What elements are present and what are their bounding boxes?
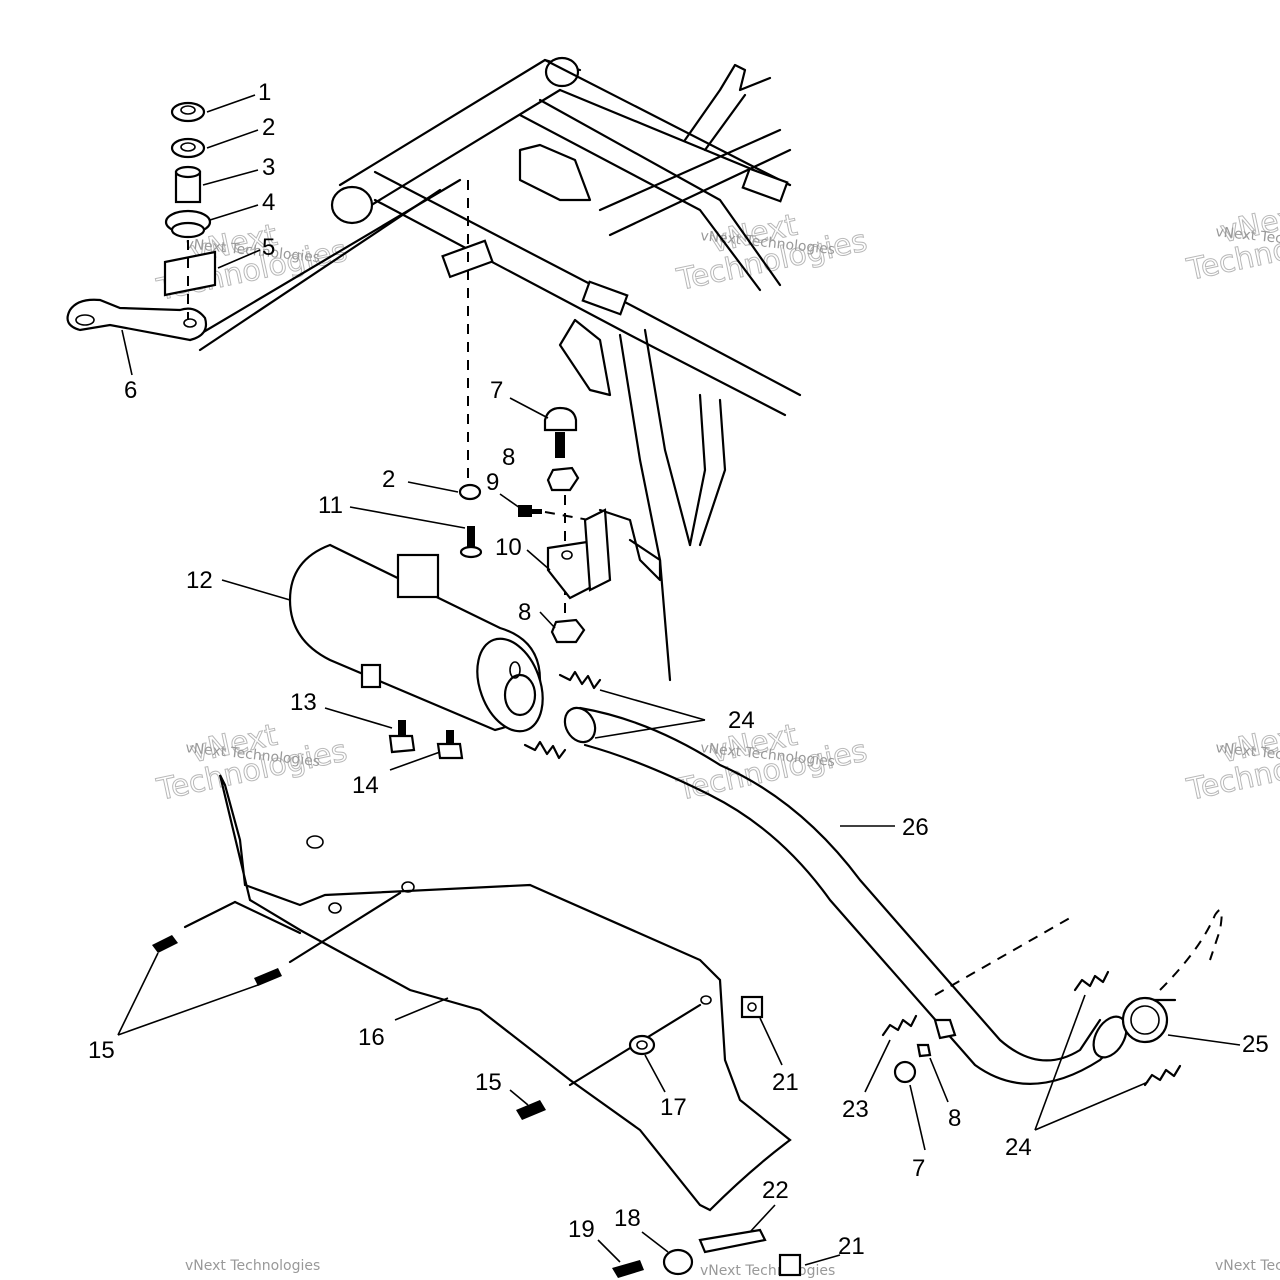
watermark-small-bottomleft: vNext Technologies [185,1258,320,1274]
part-label: 16 [358,1024,385,1051]
part-label: 14 [352,772,379,799]
part-labels: 1 2 3 4 5 6 7 8 2 9 11 10 12 8 13 24 14 … [88,79,1269,1260]
muffler [288,543,544,733]
part-label: 17 [660,1094,687,1121]
springs-lower [881,970,1182,1087]
part-label: 24 [1005,1134,1032,1161]
part-label: 25 [1242,1031,1269,1058]
watermark-small-bottomright: vNext Technologies [1215,1258,1280,1274]
part-label: 26 [902,814,929,841]
muffler-bolts [388,720,464,760]
part-label: 8 [948,1105,961,1132]
part-label: 18 [614,1205,641,1232]
part-label: 6 [124,377,137,404]
leader-lines [117,94,1241,1266]
part-label: 22 [762,1177,789,1204]
part-label: 2 [382,466,395,493]
part-label: 19 [568,1216,595,1243]
part-label: 4 [262,189,275,216]
hanger-hardware [458,180,612,644]
part-label: 15 [475,1069,502,1096]
part-label: 2 [262,114,275,141]
part-label: 10 [495,534,522,561]
part-label: 8 [518,599,531,626]
part-label: 21 [772,1069,799,1096]
part-label: 7 [490,377,503,404]
part-label: 13 [290,689,317,716]
part-label: 11 [318,492,343,519]
part-label: 24 [728,707,755,734]
frame-assembly [188,56,802,682]
part-label: 9 [486,469,499,496]
part-label: 21 [838,1233,865,1260]
part-label: 12 [186,567,213,594]
part-label: 7 [912,1155,925,1182]
part-label: 23 [842,1096,869,1123]
mount-hardware-stack [66,101,217,342]
part-label: 8 [502,444,515,471]
part-label: 15 [88,1037,115,1064]
heat-shield [183,774,792,1212]
part-label: 1 [258,79,271,106]
part-label: 3 [262,154,275,181]
shield-hardware [152,935,802,1278]
part-label: 5 [262,234,275,261]
springs-upper [523,670,602,760]
watermark-small-bottomcenter: vNext Technologies [700,1263,835,1279]
